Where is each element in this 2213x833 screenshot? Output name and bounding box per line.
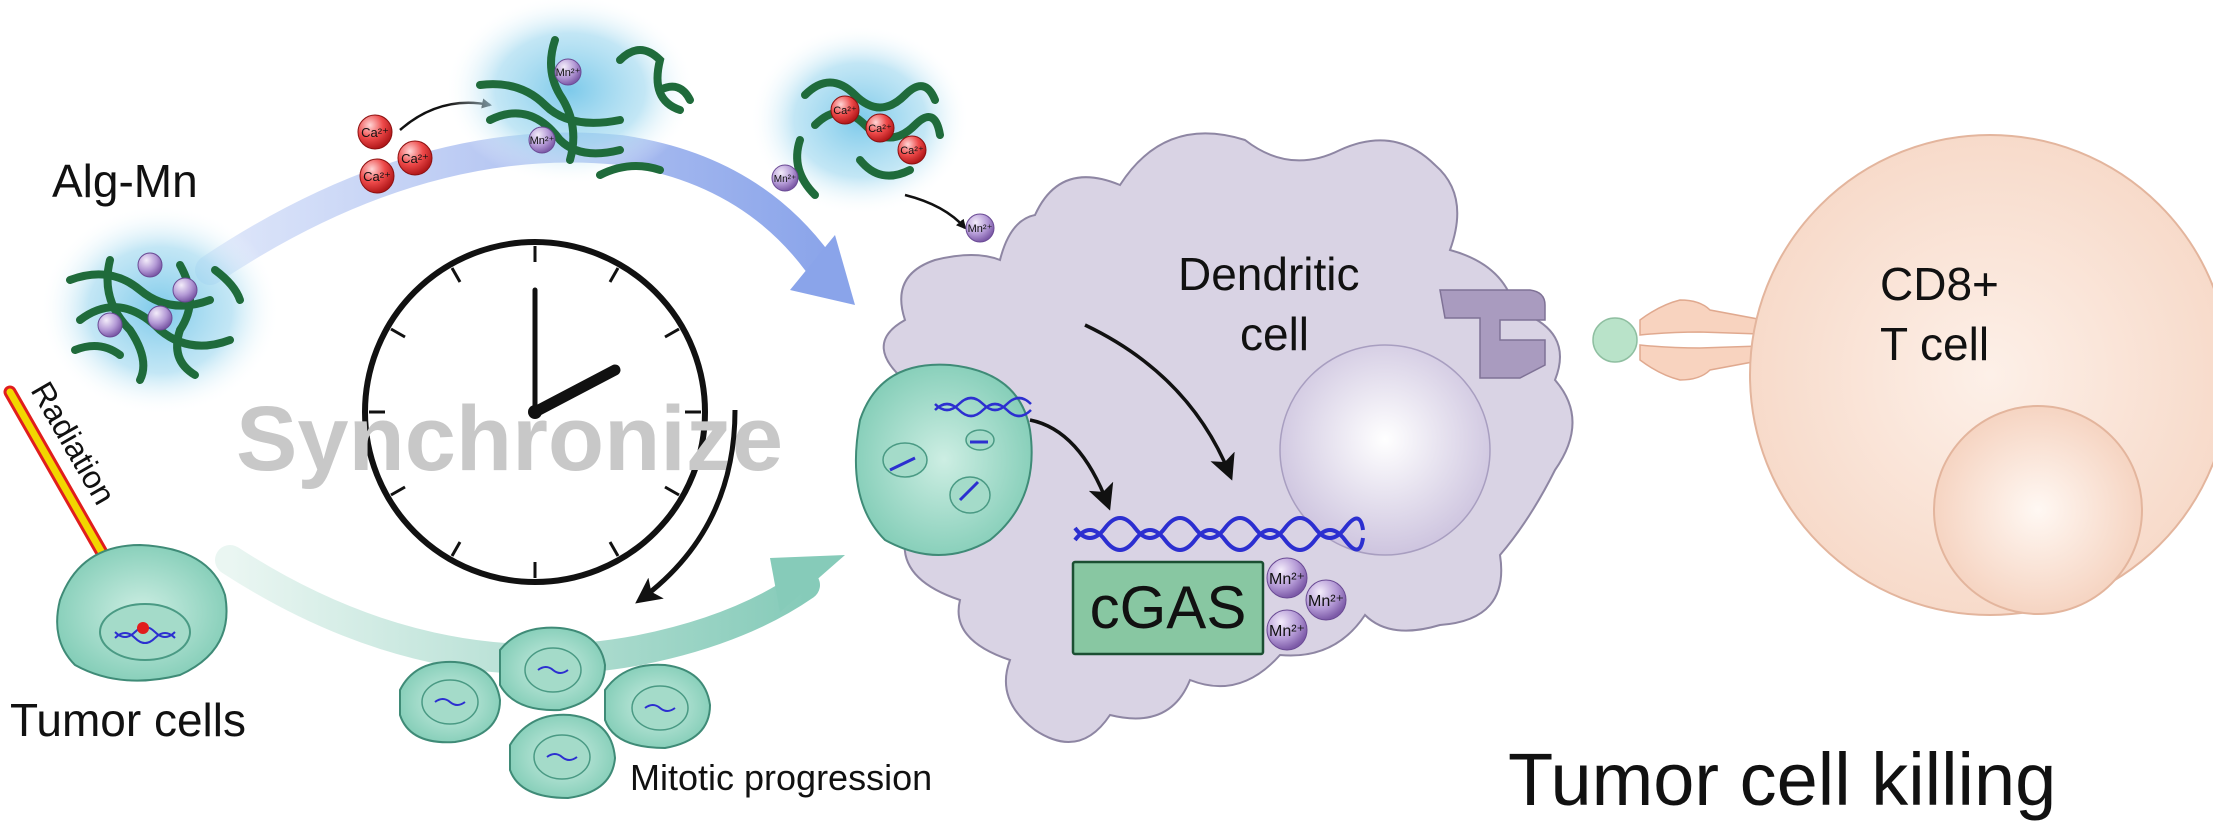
svg-text:Ca²⁺: Ca²⁺: [401, 151, 429, 166]
clock-icon: [362, 239, 708, 585]
alg-mn-ions: [97, 252, 198, 338]
receptor-icon: [1439, 289, 1546, 379]
synchronize-label: Synchronize: [236, 388, 783, 490]
radiation-hit-point: [137, 622, 149, 634]
engulfed-tumor-cell: [854, 363, 1033, 556]
dna-to-cgas-arrow: [1029, 418, 1114, 511]
svg-text:Mn²⁺: Mn²⁺: [1269, 623, 1305, 640]
svg-text:Ca²⁺: Ca²⁺: [363, 169, 391, 184]
mn-to-cgas-arrow: [1084, 323, 1235, 481]
mitotic-progression-label: Mitotic progression: [630, 757, 932, 798]
hydrogel-2-glow: [445, 0, 695, 185]
dendritic-cell-label-1: Dendritic: [1178, 248, 1360, 300]
released-dna-helix: [934, 396, 1032, 418]
dna-helix-icon: [1073, 516, 1365, 552]
teal-flow-arrowhead: [770, 555, 845, 612]
svg-text:Ca²⁺: Ca²⁺: [361, 125, 389, 140]
svg-text:Ca²⁺: Ca²⁺: [900, 145, 924, 157]
alg-mn-label: Alg-Mn: [52, 155, 198, 207]
svg-text:Mn²⁺: Mn²⁺: [1308, 593, 1344, 610]
svg-text:Mn²⁺: Mn²⁺: [556, 67, 581, 79]
hydrogel-2-strands: [476, 36, 694, 179]
tumor-cells-label: Tumor cells: [10, 694, 246, 746]
hydrogel-2-ions: Mn²⁺ Mn²⁺: [528, 58, 582, 154]
cgas-mn-ions: Mn²⁺ Mn²⁺ Mn²⁺: [1266, 557, 1347, 651]
engulfed-fragments: [882, 429, 995, 514]
ca-ions-group: Ca²⁺ Ca²⁺ Ca²⁺: [357, 114, 433, 194]
dendritic-nucleus: [1279, 344, 1491, 556]
antigen: [1592, 317, 1638, 363]
dendritic-cell-label-2: cell: [1240, 308, 1309, 360]
cgas-label: cGAS: [1090, 574, 1247, 641]
cd8-label-2: T cell: [1880, 318, 1989, 370]
mitotic-cells: [399, 626, 712, 800]
clock-cycle-arrow: [635, 409, 738, 604]
svg-text:Mn²⁺: Mn²⁺: [530, 135, 555, 147]
t-cell-nucleus: [1933, 405, 2143, 615]
svg-text:Mn²⁺: Mn²⁺: [774, 174, 797, 185]
cd8-label-1: CD8+: [1880, 258, 1999, 310]
blue-flow-arrowhead: [790, 235, 855, 305]
cgas-box: [1071, 560, 1265, 656]
mn-release-arrow: [904, 193, 967, 230]
svg-text:Mn²⁺: Mn²⁺: [1269, 571, 1305, 588]
svg-text:Ca²⁺: Ca²⁺: [833, 105, 857, 117]
hydrogel-3-ions: Ca²⁺ Ca²⁺ Ca²⁺ Mn²⁺: [771, 95, 927, 192]
clock-hour-hand: [529, 364, 621, 418]
svg-text:Mn²⁺: Mn²⁺: [968, 223, 993, 235]
tumor-cell-killing-label: Tumor cell killing: [1508, 738, 2056, 821]
svg-text:Ca²⁺: Ca²⁺: [868, 123, 892, 135]
